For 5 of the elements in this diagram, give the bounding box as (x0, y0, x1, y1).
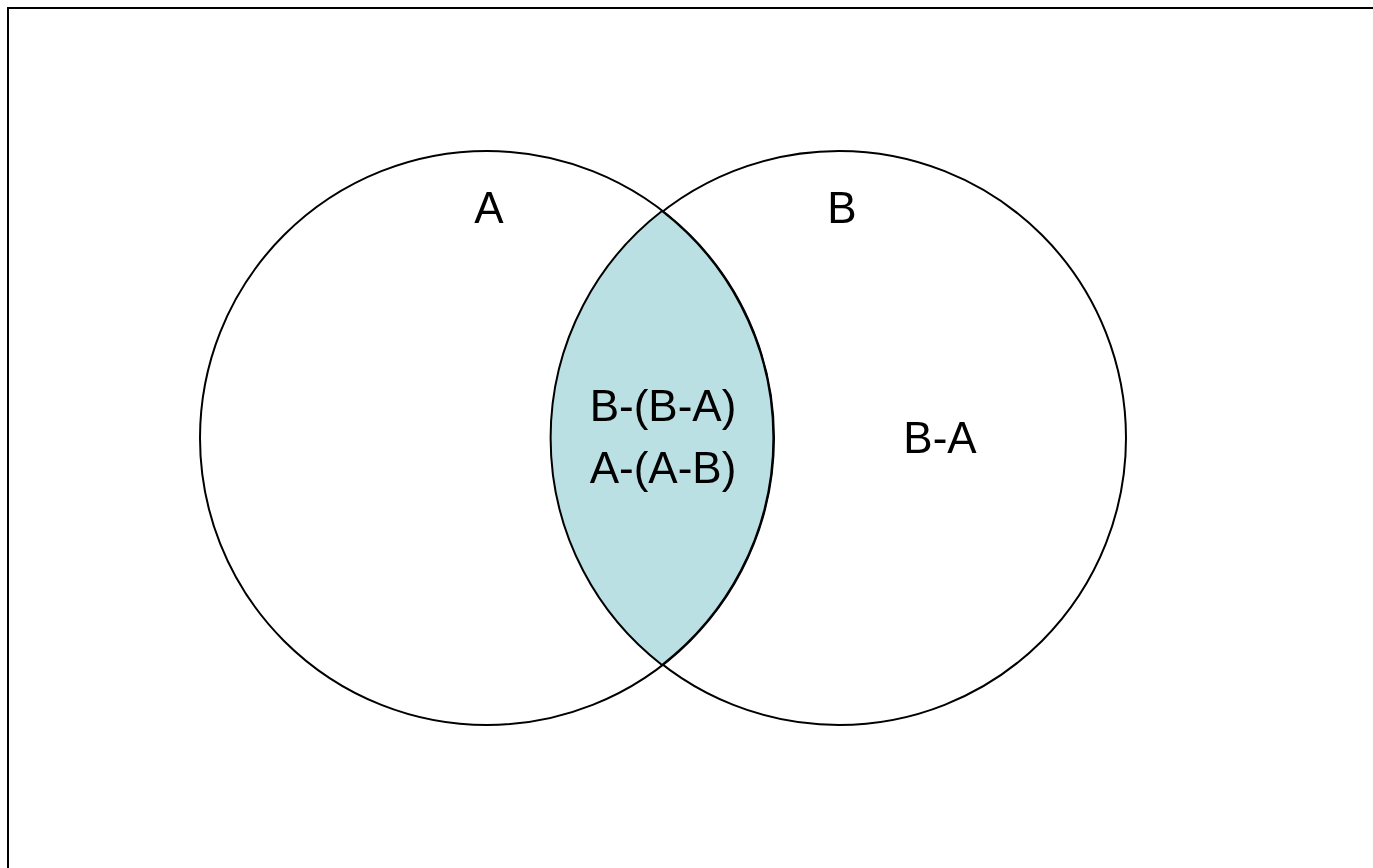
region-label: B-A (903, 413, 977, 463)
region-label: A-(A-B) (589, 443, 737, 493)
region-label: B-(B-A) (589, 381, 737, 431)
set-label: B (827, 183, 857, 233)
set-label: A (474, 183, 504, 233)
